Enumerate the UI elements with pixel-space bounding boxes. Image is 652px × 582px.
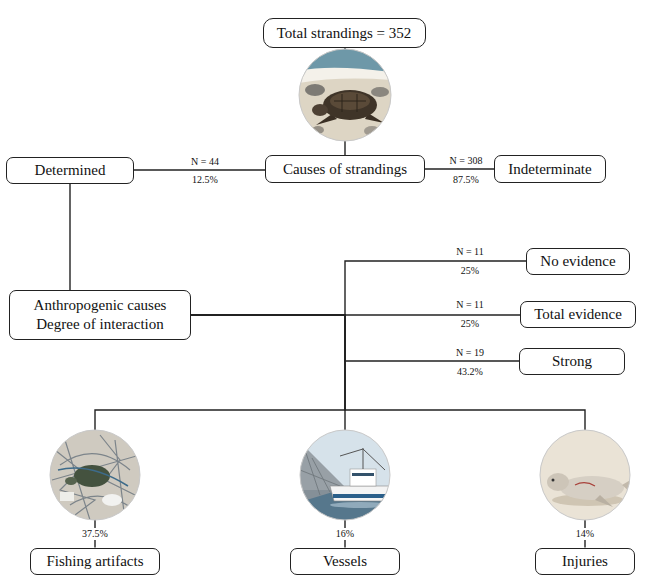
cause-type-box: Injuries bbox=[535, 548, 635, 575]
connector-line bbox=[425, 168, 494, 169]
box-text: Determined bbox=[35, 161, 106, 180]
evidence-box: Total evidence bbox=[520, 301, 636, 328]
box-text: Fishing artifacts bbox=[46, 552, 143, 571]
turtle-photo-part bbox=[334, 94, 366, 112]
photo-frame bbox=[300, 430, 390, 520]
evidence-box: Strong bbox=[519, 348, 625, 375]
box-text: Degree of interaction bbox=[36, 315, 163, 334]
turtle-photo-part bbox=[299, 49, 391, 141]
connector-line bbox=[191, 315, 519, 361]
total-box: Total strandings = 352 bbox=[263, 18, 426, 48]
box-text: No evidence bbox=[540, 252, 615, 271]
fishing-gear-photo-part bbox=[50, 430, 140, 520]
injured-animal-photo bbox=[540, 430, 634, 520]
box-text: Total evidence bbox=[534, 305, 622, 324]
turtle-photo-part bbox=[299, 68, 391, 83]
connector-line bbox=[134, 169, 265, 170]
turtle-photo-part bbox=[371, 87, 389, 97]
fishing-gear-photo-part bbox=[102, 494, 122, 506]
turtle-photo-part bbox=[312, 104, 328, 116]
fishing-gear-photo-part bbox=[65, 477, 77, 485]
injured-animal-photo-part bbox=[622, 478, 634, 492]
vessel-photo-part bbox=[333, 494, 385, 498]
percent-label: 14% bbox=[574, 528, 596, 540]
percent-label: 25% bbox=[459, 265, 481, 277]
percent-label: 43.2% bbox=[455, 366, 485, 378]
vessel-photo bbox=[300, 430, 392, 520]
fishing-gear-photo-part bbox=[60, 492, 74, 501]
vessel-photo-part bbox=[350, 469, 376, 486]
cause-box: Causes of strandings bbox=[265, 155, 425, 183]
photo-frame bbox=[299, 49, 391, 141]
injured-animal-photo-part bbox=[575, 483, 595, 486]
cause-type-box: Vessels bbox=[290, 548, 400, 575]
connector-line bbox=[191, 261, 526, 315]
count-label: N = 44 bbox=[189, 156, 221, 168]
box-text: Injuries bbox=[562, 552, 608, 571]
fishing-gear-photo bbox=[50, 430, 140, 520]
fishing-gear-photo-part bbox=[58, 468, 128, 486]
vessel-photo-part bbox=[352, 473, 374, 476]
percent-label: 25% bbox=[459, 318, 481, 330]
injured-animal-photo-part bbox=[547, 473, 569, 491]
count-label: N = 19 bbox=[454, 347, 486, 359]
outcome-box: Indeterminate bbox=[494, 155, 606, 183]
count-label: N = 308 bbox=[448, 155, 485, 167]
box-text: Strong bbox=[552, 352, 592, 371]
turtle-photo-part bbox=[305, 84, 325, 96]
box-text: Anthropogenic causes bbox=[34, 296, 167, 315]
injured-animal-photo-part bbox=[560, 476, 624, 500]
count-label: N = 11 bbox=[454, 246, 486, 258]
cause-type-box: Fishing artifacts bbox=[30, 548, 160, 575]
photo-frame bbox=[540, 430, 630, 520]
box-text: Indeterminate bbox=[508, 160, 591, 179]
injured-animal-photo-part bbox=[552, 479, 555, 482]
percent-label: 37.5% bbox=[80, 528, 110, 540]
injured-animal-photo-part bbox=[540, 430, 630, 520]
vessel-photo-part bbox=[300, 430, 390, 520]
turtle-photo bbox=[299, 49, 391, 141]
injured-animal-photo-part bbox=[595, 495, 613, 507]
percent-label: 12.5% bbox=[190, 174, 220, 186]
vessel-photo-part bbox=[340, 448, 385, 470]
count-label: N = 11 bbox=[454, 299, 486, 311]
percent-label: 87.5% bbox=[451, 174, 481, 186]
percent-label: 16% bbox=[334, 528, 356, 540]
box-text: Total strandings = 352 bbox=[277, 24, 411, 43]
box-text: Causes of strandings bbox=[283, 160, 407, 179]
outcome-box: Determined bbox=[6, 157, 134, 184]
vessel-photo-part bbox=[330, 502, 390, 508]
connector-line bbox=[69, 184, 70, 291]
box-text: Vessels bbox=[323, 552, 367, 571]
photo-frame bbox=[50, 430, 140, 520]
turtle-photo-part bbox=[323, 90, 377, 120]
category-box: Anthropogenic causesDegree of interactio… bbox=[9, 290, 191, 340]
connector-line bbox=[95, 315, 345, 548]
evidence-box: No evidence bbox=[526, 248, 630, 275]
